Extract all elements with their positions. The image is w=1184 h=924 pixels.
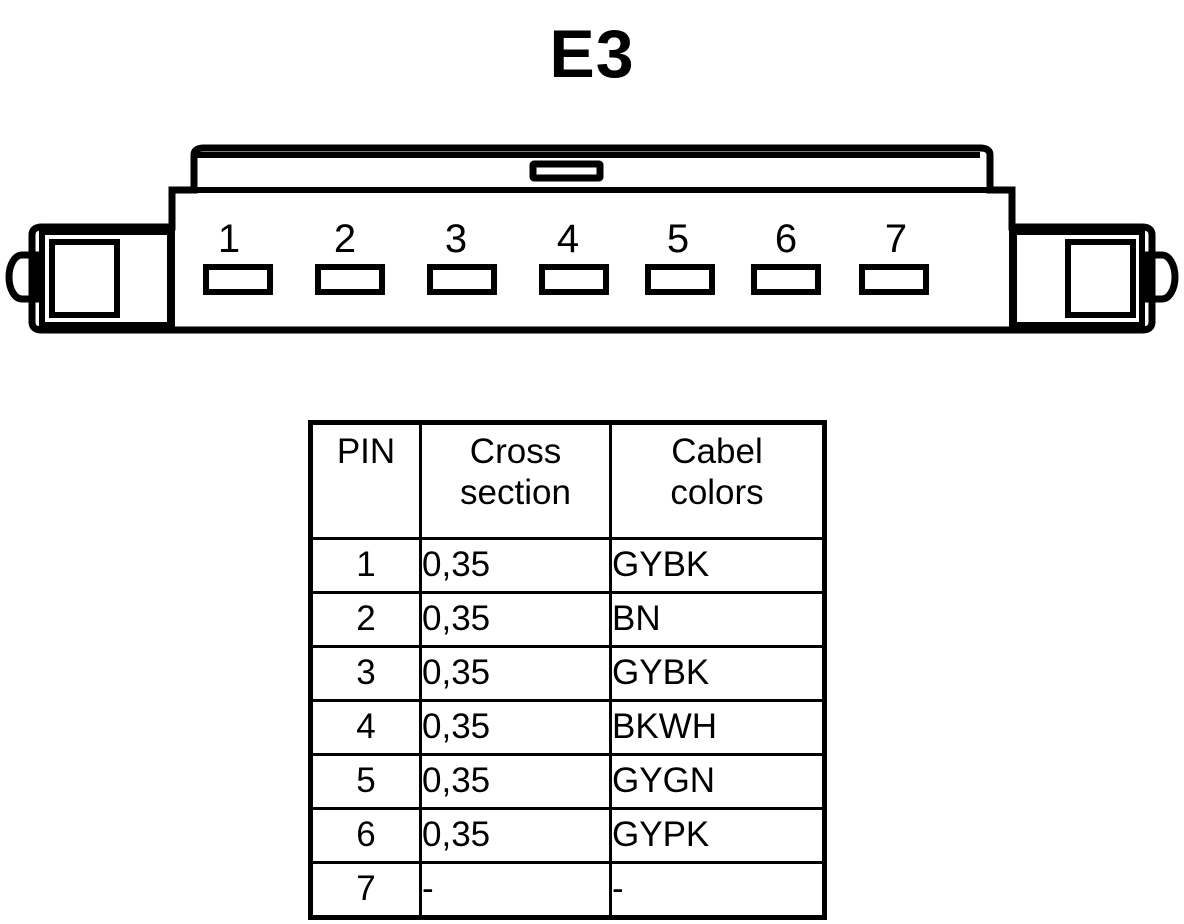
pin-label-5: 5 [667,217,689,261]
right-side-nub [1144,251,1179,303]
cell-cross-section: 0,35 [419,645,612,702]
cell-pin: 1 [309,537,422,594]
right-endcap-outer [1011,229,1145,328]
pin-label-7: 7 [885,217,907,261]
column-header-pin: PIN [309,421,422,540]
cell-pin: 6 [309,807,422,864]
latch-slot [529,160,604,182]
column-header-cable-colors-line2: colors [670,473,764,512]
cell-cable-colors: BKWH [609,699,826,756]
pin-assignment-table-container: PIN Cross section Cabel colors 1 0,35 GY… [308,420,827,920]
table-row: 3 0,35 GYBK [309,645,826,702]
table-row: 5 0,35 GYGN [309,753,826,810]
pin-cavity-5 [645,264,715,295]
column-header-cable-colors: Cabel colors [609,421,826,540]
table-header-row: PIN Cross section Cabel colors [309,421,826,540]
pin-cavity-7 [859,264,929,295]
connector-diagram: 1 2 3 4 5 6 7 [0,130,1184,360]
pin-label-2: 2 [334,217,356,261]
column-header-pin-text: PIN [336,432,396,471]
cell-cross-section: 0,35 [419,591,612,648]
pin-cavity-6 [751,264,821,295]
pin-cavity-3 [427,264,497,295]
right-endcap-inner-square [1065,239,1136,318]
cell-cross-section: 0,35 [419,807,612,864]
cell-pin: 4 [309,699,422,756]
left-side-nub [5,251,40,303]
cell-cable-colors: GYBK [609,537,826,594]
cell-cable-colors: BN [609,591,826,648]
pin-assignment-table: PIN Cross section Cabel colors 1 0,35 GY… [308,420,827,920]
pin-label-6: 6 [775,217,797,261]
left-endcap-inner-square [49,239,120,318]
column-header-cross-section-line1: Cross [469,432,562,471]
pin-label-3: 3 [445,217,467,261]
cell-pin: 7 [309,861,422,919]
cell-cable-colors: GYBK [609,645,826,702]
cell-cross-section: - [419,861,612,919]
cell-pin: 3 [309,645,422,702]
column-header-cross-section: Cross section [419,421,612,540]
column-header-cross-section-line2: section [460,473,571,512]
left-endcap-outer [39,229,173,328]
table-row: 1 0,35 GYBK [309,537,826,594]
cell-cross-section: 0,35 [419,537,612,594]
cell-cable-colors: GYPK [609,807,826,864]
table-header: PIN Cross section Cabel colors [309,421,826,540]
cell-cross-section: 0,35 [419,699,612,756]
pin-cavity-2 [315,264,385,295]
table-row: 6 0,35 GYPK [309,807,826,864]
cell-cross-section: 0,35 [419,753,612,810]
page-title: E3 [549,16,635,92]
cell-pin: 2 [309,591,422,648]
pin-cavity-1 [203,264,273,295]
cell-cable-colors: - [609,861,826,919]
cell-cable-colors: GYGN [609,753,826,810]
table-row: 4 0,35 BKWH [309,699,826,756]
table-body: 1 0,35 GYBK 2 0,35 BN 3 0,35 GYBK 4 0,35… [309,537,826,919]
table-row: 7 - - [309,861,826,919]
column-header-cable-colors-line1: Cabel [671,432,763,471]
pin-label-1: 1 [218,217,240,261]
pin-cavity-4 [539,264,609,295]
cell-pin: 5 [309,753,422,810]
pin-label-4: 4 [557,217,579,261]
table-row: 2 0,35 BN [309,591,826,648]
